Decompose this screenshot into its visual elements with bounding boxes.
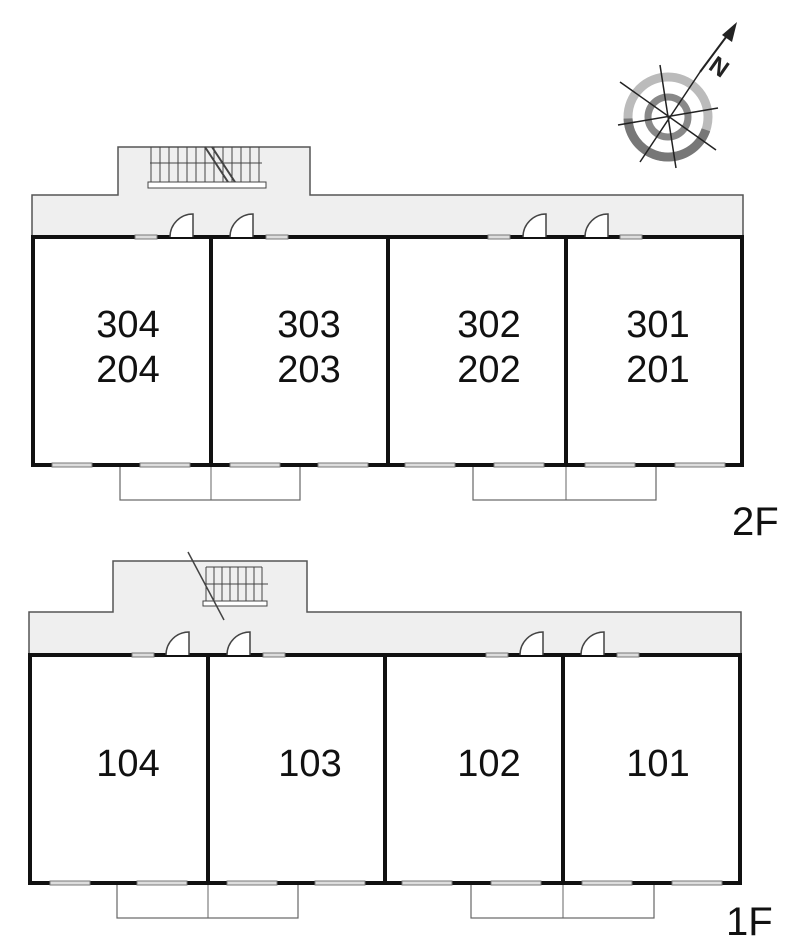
svg-text:203: 203	[277, 349, 340, 391]
doors-2f	[51, 213, 726, 468]
compass-north-label: N	[704, 51, 734, 83]
floor-1f: 104 103 102 101 1F	[28, 551, 773, 941]
floor-label-1f: 1F	[726, 900, 773, 941]
room-label: 101	[626, 743, 689, 785]
corridor-1f	[28, 560, 742, 656]
svg-text:304: 304	[96, 304, 159, 346]
svg-text:301: 301	[626, 304, 689, 346]
balcony	[472, 464, 657, 501]
room-label: 102	[457, 743, 520, 785]
staircase-1f	[187, 551, 268, 621]
compass-icon: N	[617, 22, 737, 169]
floor-label-2f: 2F	[732, 500, 779, 544]
staircase-2f	[147, 146, 267, 189]
svg-text:302: 302	[457, 304, 520, 346]
svg-text:204: 204	[96, 349, 159, 391]
room-label: 104	[96, 743, 159, 785]
svg-text:303: 303	[277, 304, 340, 346]
svg-text:202: 202	[457, 349, 520, 391]
room-label: 103	[278, 743, 341, 785]
corridor-2f	[31, 146, 744, 238]
svg-text:201: 201	[626, 349, 689, 391]
doors-1f	[49, 631, 723, 886]
balcony	[119, 464, 301, 501]
